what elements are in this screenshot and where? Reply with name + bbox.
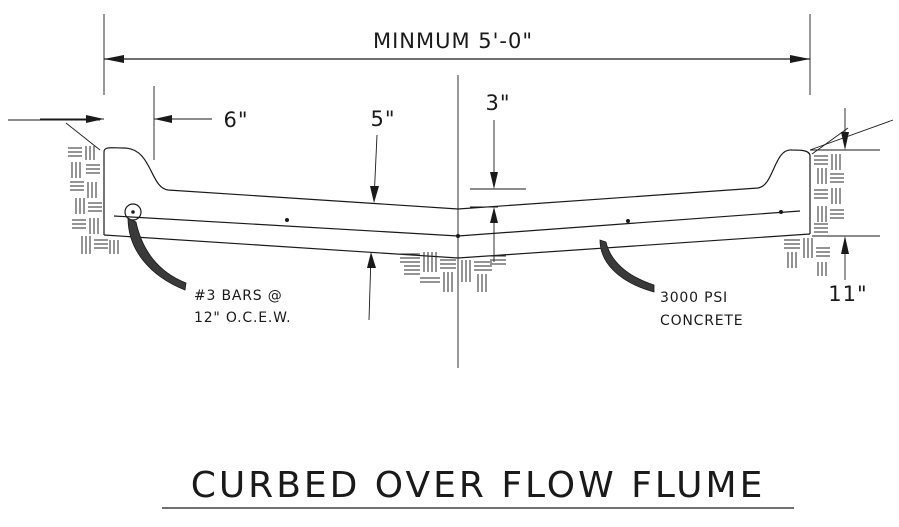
soil-hatch-right xyxy=(784,127,849,276)
rebar-callout: #3 BARS @ 12" O.C.E.W. xyxy=(127,217,291,326)
soil-hatch-center xyxy=(400,252,506,292)
curb-height-dimension: 11" xyxy=(809,108,894,306)
curb-height-label: 11" xyxy=(828,282,867,306)
soil-hatch-left xyxy=(8,119,119,254)
rebar-note-line-2: 12" O.C.E.W. xyxy=(194,310,291,326)
slab-thickness-label: 5" xyxy=(370,107,395,131)
overall-width-label: MINMUM 5'-0" xyxy=(373,29,533,53)
curb-offset-dimension: 6" xyxy=(40,86,248,160)
center-drop-label: 3" xyxy=(485,91,510,115)
center-drop-dimension: 3" xyxy=(470,91,526,262)
overall-width-dimension: MINMUM 5'-0" xyxy=(103,14,811,95)
concrete-note-line-2: CONCRETE xyxy=(660,313,743,329)
curb-offset-label: 6" xyxy=(223,108,248,132)
drawing-title-block: CURBED OVER FLOW FLUME xyxy=(162,465,794,509)
rebar-note-line-1: #3 BARS @ xyxy=(194,288,283,304)
drawing-title: CURBED OVER FLOW FLUME xyxy=(191,465,766,506)
flume-concrete-section xyxy=(103,147,811,259)
concrete-callout: 3000 PSI CONCRETE xyxy=(599,239,743,329)
concrete-note-line-1: 3000 PSI xyxy=(660,290,728,306)
slab-thickness-dimension: 5" xyxy=(367,107,395,321)
